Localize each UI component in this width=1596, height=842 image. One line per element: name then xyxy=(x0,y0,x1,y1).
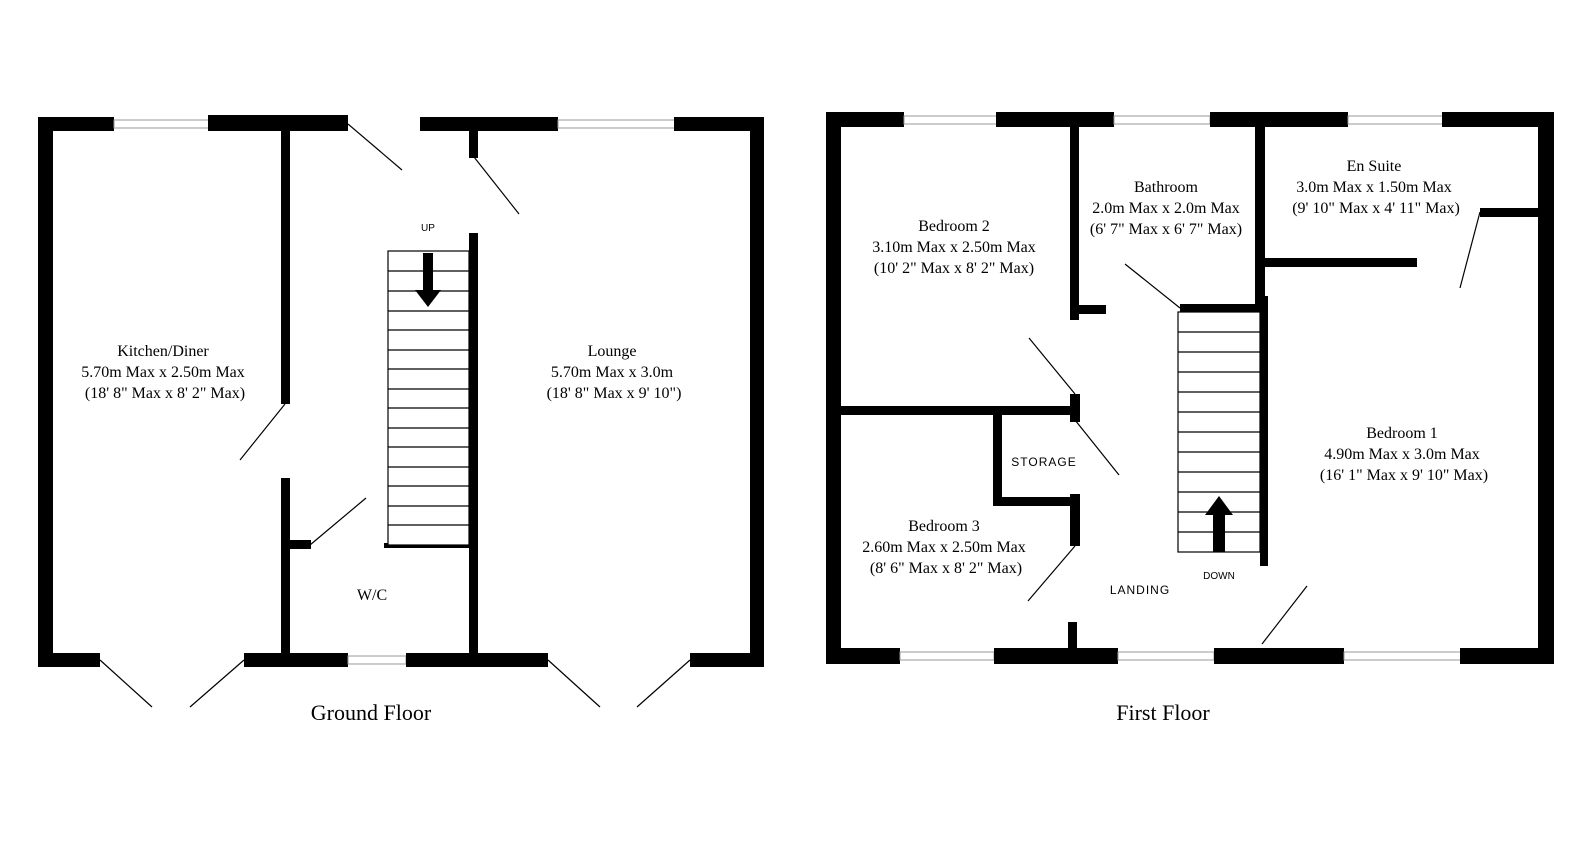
first-floor-plan: Bedroom 2 3.10m Max x 2.50m Max (10' 2" … xyxy=(826,112,1554,725)
wall xyxy=(420,117,558,131)
wall xyxy=(1460,648,1554,664)
bedroom2-name: Bedroom 2 xyxy=(918,218,990,235)
wall xyxy=(1538,112,1554,664)
arrow-down-icon xyxy=(415,253,441,307)
door xyxy=(239,403,286,461)
bathroom-name: Bathroom xyxy=(1134,179,1199,196)
wall xyxy=(1480,208,1540,217)
wall xyxy=(1180,304,1265,312)
door xyxy=(636,659,691,708)
wall xyxy=(281,540,311,549)
door xyxy=(347,123,403,171)
wall xyxy=(993,414,1002,506)
lounge-size: 5.70m Max x 3.0m xyxy=(551,364,674,381)
wall xyxy=(1070,122,1079,320)
wall xyxy=(1070,394,1080,422)
door xyxy=(189,659,245,708)
wall xyxy=(826,112,904,127)
ensuite-size: 3.0m Max x 1.50m Max xyxy=(1296,179,1452,196)
wall xyxy=(1210,112,1348,127)
wall xyxy=(750,117,764,667)
bedroom1-imperial: (16' 1" Max x 9' 10" Max) xyxy=(1320,467,1488,484)
window xyxy=(1113,115,1211,125)
window xyxy=(1117,651,1215,661)
window xyxy=(1347,115,1445,125)
ground-floor-plan: UP Kitchen/Diner 5.70m Max x 2.50m Max (… xyxy=(38,115,764,725)
wall xyxy=(1070,305,1106,314)
wall xyxy=(1214,648,1344,664)
wall xyxy=(993,497,1079,506)
door xyxy=(473,156,520,215)
bedroom3-name: Bedroom 3 xyxy=(908,518,980,535)
wall xyxy=(1265,258,1417,267)
ensuite-imperial: (9' 10" Max x 4' 11" Max) xyxy=(1292,200,1460,217)
wc-label: W/C xyxy=(357,587,387,604)
lounge-imperial: (18' 8" Max x 9' 10") xyxy=(547,385,682,402)
stair-up-label: UP xyxy=(421,223,435,234)
door xyxy=(1028,337,1076,395)
ground-floor-title: Ground Floor xyxy=(311,700,432,725)
lounge-name: Lounge xyxy=(588,343,637,360)
window xyxy=(899,651,995,661)
bathroom-size: 2.0m Max x 2.0m Max xyxy=(1092,200,1240,217)
landing-label: LANDING xyxy=(1110,583,1170,597)
wall xyxy=(469,126,478,158)
wall xyxy=(838,406,1080,415)
wall xyxy=(469,233,478,658)
bedroom3-size: 2.60m Max x 2.50m Max xyxy=(862,539,1026,556)
door xyxy=(1459,211,1481,289)
wall xyxy=(994,648,1118,664)
wall xyxy=(281,126,290,404)
window xyxy=(113,119,211,129)
wall xyxy=(38,653,100,667)
bathroom-imperial: (6' 7" Max x 6' 7" Max) xyxy=(1090,221,1242,238)
door xyxy=(99,659,153,708)
kitchen-name: Kitchen/Diner xyxy=(117,343,209,360)
door xyxy=(1124,263,1181,309)
bedroom2-size: 3.10m Max x 2.50m Max xyxy=(872,239,1036,256)
bedroom2-imperial: (10' 2" Max x 8' 2" Max) xyxy=(874,260,1034,277)
kitchen-size: 5.70m Max x 2.50m Max xyxy=(81,364,245,381)
wall xyxy=(281,478,290,658)
arrow-up-icon xyxy=(1205,496,1233,552)
wall xyxy=(1255,122,1265,312)
storage-label: STORAGE xyxy=(1011,455,1076,469)
door xyxy=(1261,585,1308,645)
kitchen-imperial: (18' 8" Max x 8' 2" Max) xyxy=(85,385,245,402)
wall xyxy=(1442,112,1554,127)
door xyxy=(309,497,367,546)
door xyxy=(1027,545,1076,602)
door xyxy=(1074,419,1120,476)
wall xyxy=(38,117,114,131)
staircase-up xyxy=(387,250,470,546)
wall xyxy=(244,653,348,667)
window xyxy=(347,655,407,665)
wall xyxy=(1070,494,1080,546)
bedroom3-imperial: (8' 6" Max x 8' 2" Max) xyxy=(870,560,1022,577)
wall xyxy=(826,648,900,664)
first-floor-title: First Floor xyxy=(1116,700,1210,725)
bedroom1-size: 4.90m Max x 3.0m Max xyxy=(1324,446,1480,463)
door xyxy=(547,659,601,708)
ensuite-name: En Suite xyxy=(1347,158,1402,175)
wall xyxy=(690,653,764,667)
wall xyxy=(1068,622,1077,652)
wall xyxy=(208,115,348,131)
stair-down-label: DOWN xyxy=(1203,571,1235,582)
wall xyxy=(38,117,53,667)
wall xyxy=(826,112,841,664)
wall xyxy=(674,117,764,131)
wall xyxy=(1260,296,1268,566)
staircase-down xyxy=(1177,311,1261,553)
window xyxy=(903,115,999,125)
wall xyxy=(406,653,548,667)
window xyxy=(1343,651,1463,661)
window xyxy=(557,119,677,129)
bedroom1-name: Bedroom 1 xyxy=(1366,425,1438,442)
wall xyxy=(996,112,1114,127)
